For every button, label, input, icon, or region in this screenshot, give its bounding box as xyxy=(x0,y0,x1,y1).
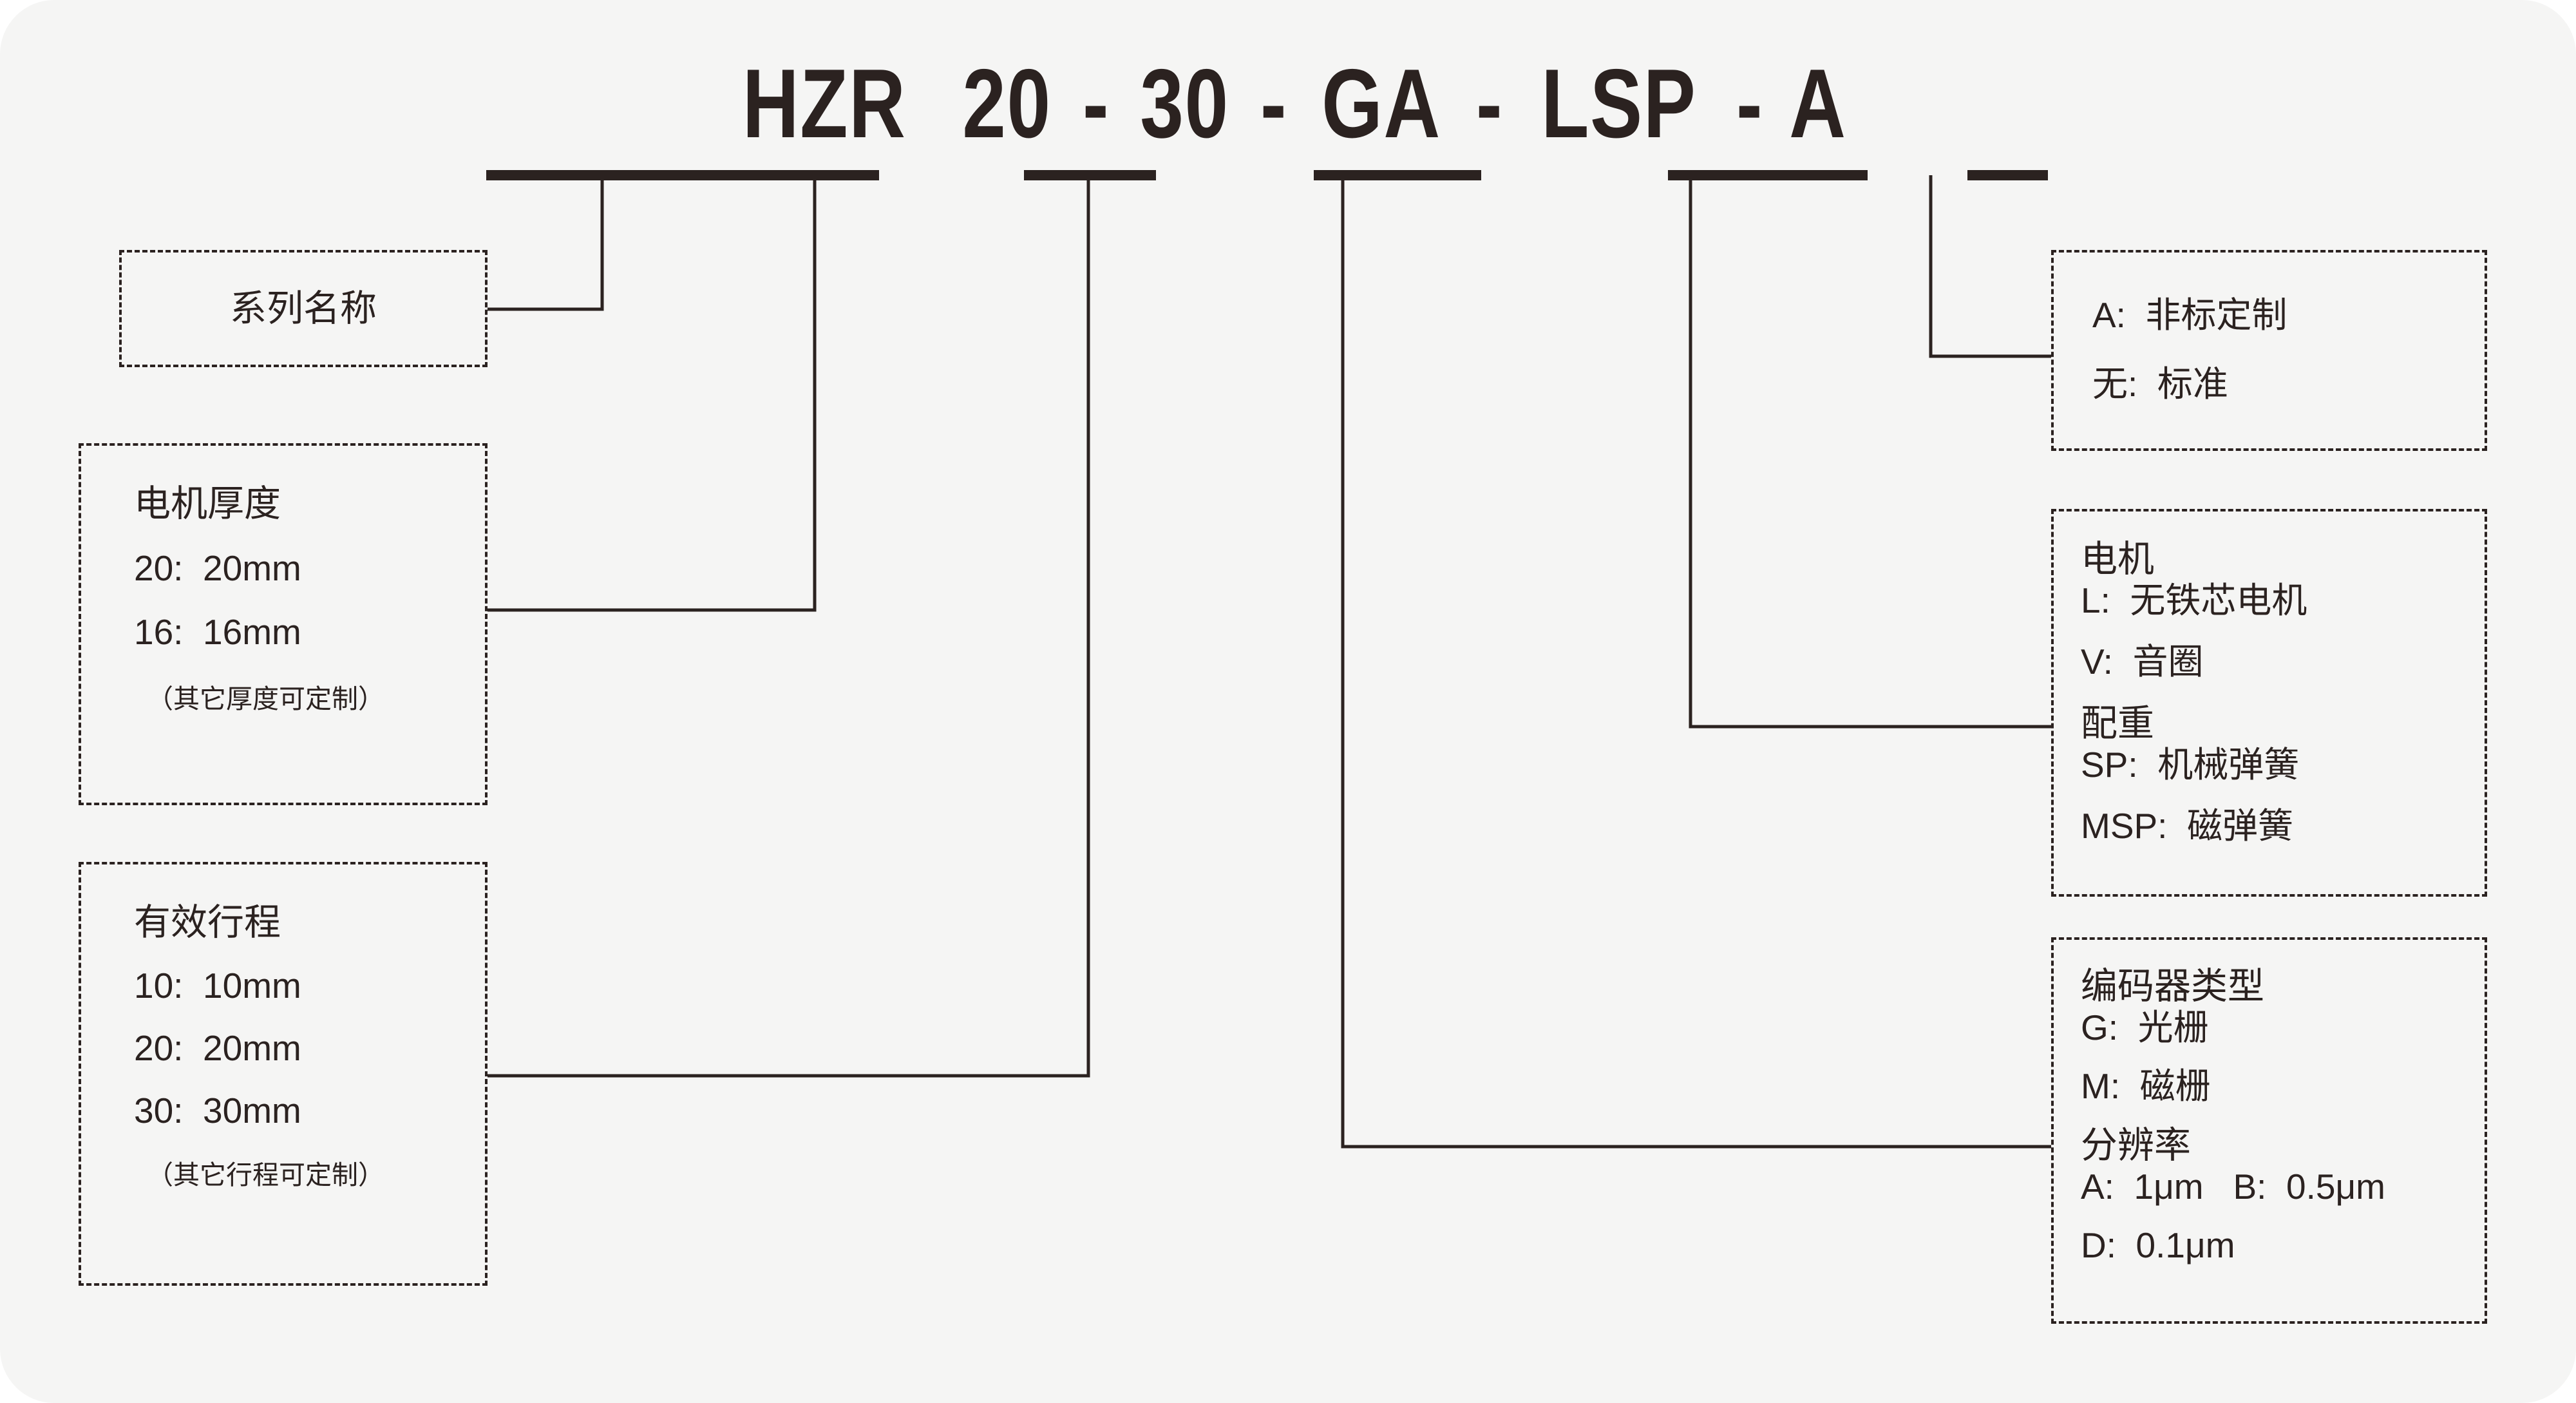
encoder-option-g: G: 光栅 xyxy=(2081,1007,2209,1047)
leader-motor xyxy=(1689,175,2051,729)
code-separator-2: - xyxy=(1260,49,1287,158)
custom-option-none: 无: 标准 xyxy=(2092,364,2228,404)
counterweight-title: 配重 xyxy=(2081,703,2154,744)
callout-custom-option: A: 非标定制 无: 标准 xyxy=(2051,250,2487,451)
code-segment-thickness: 20 xyxy=(962,49,1052,158)
callout-encoder-and-resolution: 编码器类型 G: 光栅 M: 磁栅 分辨率 A: 1μm B: 0.5μm D:… xyxy=(2051,937,2487,1324)
encoder-option-m: M: 磁栅 xyxy=(2081,1066,2211,1106)
resolution-options-a-b: A: 1μm B: 0.5μm xyxy=(2081,1167,2385,1207)
effective-stroke-title: 有效行程 xyxy=(134,902,281,943)
callout-motor-and-counterweight: 电机 L: 无铁芯电机 V: 音圈 配重 SP: 机械弹簧 MSP: 磁弹簧 xyxy=(2051,509,2487,897)
code-segment-encoder: GA xyxy=(1321,49,1441,158)
leader-custom xyxy=(1929,175,2051,358)
motor-option-v: V: 音圈 xyxy=(2081,642,2204,682)
resolution-option-d: D: 0.1μm xyxy=(2081,1225,2235,1265)
callout-effective-stroke: 有效行程 10: 10mm 20: 20mm 30: 30mm （其它行程可定制… xyxy=(79,862,488,1286)
resolution-title: 分辨率 xyxy=(2081,1125,2191,1166)
series-name-title: 系列名称 xyxy=(230,287,377,329)
effective-stroke-option-10: 10: 10mm xyxy=(134,966,301,1006)
effective-stroke-option-20: 20: 20mm xyxy=(134,1028,301,1068)
motor-title: 电机 xyxy=(2081,539,2154,580)
encoder-title: 编码器类型 xyxy=(2081,966,2264,1007)
code-segment-motor: LSP xyxy=(1541,49,1697,158)
callout-series-name: 系列名称 xyxy=(119,250,488,367)
callout-motor-thickness: 电机厚度 20: 20mm 16: 16mm （其它厚度可定制） xyxy=(79,443,488,805)
leader-series xyxy=(488,175,604,311)
custom-option-a: A: 非标定制 xyxy=(2092,295,2287,335)
effective-stroke-option-30: 30: 30mm xyxy=(134,1091,301,1131)
leader-encoder xyxy=(1341,175,2051,1149)
code-separator-4: - xyxy=(1736,49,1763,158)
motor-option-l: L: 无铁芯电机 xyxy=(2081,580,2307,620)
code-separator-1: - xyxy=(1083,49,1109,158)
code-segment-series: HZR xyxy=(742,49,907,158)
counterweight-option-sp: SP: 机械弹簧 xyxy=(2081,745,2300,785)
effective-stroke-note: （其它行程可定制） xyxy=(147,1160,384,1190)
motor-thickness-title: 电机厚度 xyxy=(134,483,281,524)
code-segment-custom: A xyxy=(1789,49,1848,158)
motor-thickness-option-20: 20: 20mm xyxy=(134,548,301,588)
motor-thickness-note: （其它厚度可定制） xyxy=(147,684,384,714)
model-code-row: HZR 20 - 30 - GA - LSP - A xyxy=(0,55,2576,158)
leader-thickness xyxy=(488,175,817,612)
code-separator-3: - xyxy=(1475,49,1502,158)
code-segment-stroke: 30 xyxy=(1140,49,1229,158)
counterweight-option-msp: MSP: 磁弹簧 xyxy=(2081,806,2294,846)
motor-thickness-option-16: 16: 16mm xyxy=(134,612,301,652)
leader-stroke xyxy=(488,175,1090,1078)
